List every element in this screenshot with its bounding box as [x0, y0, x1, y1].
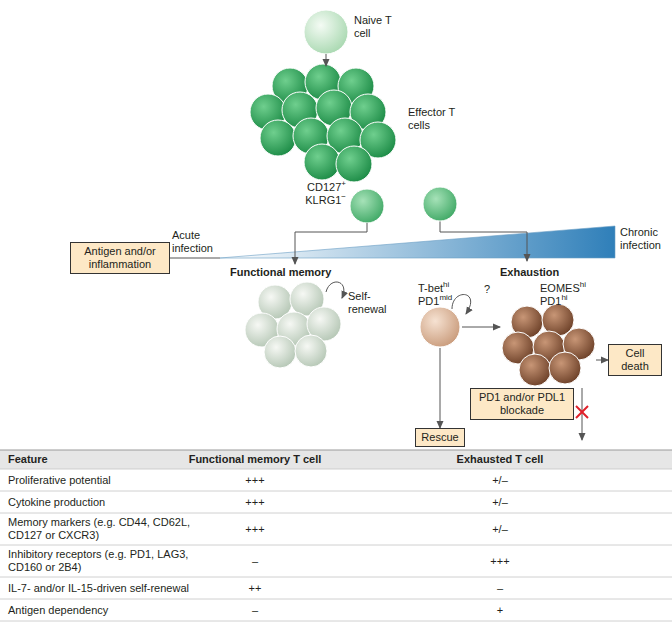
connector-arrow: [440, 348, 441, 428]
table-cell: +/–: [420, 496, 580, 509]
outcome-box: Cell death: [608, 344, 662, 376]
connector-arrow: [462, 327, 500, 328]
table-rule: [0, 513, 672, 514]
node-text: CD127+KLRG1−: [288, 181, 346, 207]
table-cell: +++: [420, 555, 580, 568]
box-text: Cell death: [613, 347, 657, 373]
table-header: Functional memory T cell: [175, 453, 335, 466]
treatment-box: PD1 and/or PDL1 blockade: [470, 388, 574, 420]
cell: [350, 189, 384, 223]
cell: [264, 336, 296, 368]
table-cell: Antigen dependency: [8, 604, 213, 617]
cell-label: T-bet: [418, 282, 443, 294]
cell: [260, 120, 296, 156]
cell-label: PD1: [418, 295, 439, 307]
cell: [336, 146, 372, 182]
block-cross: [576, 406, 588, 418]
connector-arrow: [596, 360, 608, 361]
effector-cluster: Effector T cells: [250, 66, 400, 188]
infection-wedge: [220, 226, 615, 258]
cell-label: PD1: [540, 295, 561, 307]
connector-arrow: [326, 54, 327, 66]
table-cell: Memory markers (e.g. CD44, CD62L, CD127 …: [8, 516, 213, 542]
table-header-band: [0, 450, 672, 469]
cell: [304, 144, 340, 180]
axis-label: Chronic infection: [620, 226, 670, 252]
table-cell: IL-7- and/or IL-15-driven self-renewal: [8, 582, 213, 595]
node-text: Functional memory: [230, 266, 360, 279]
node-text: Effector T cells: [408, 106, 460, 132]
memory-cluster: Functional memory: [230, 264, 360, 360]
table-header: Feature: [8, 453, 213, 466]
box-text: PD1 and/or PDL1 blockade: [475, 391, 569, 417]
path-line: [440, 221, 527, 261]
cell: [295, 335, 327, 367]
naive-cell: Naive T cell: [304, 10, 348, 54]
superscript: mid: [439, 293, 452, 302]
node-text: Naive T cell: [354, 14, 400, 40]
table-rule: [0, 621, 672, 622]
superscript: +: [341, 179, 346, 188]
table-cell: +: [420, 604, 580, 617]
superscript: −: [341, 192, 346, 201]
self-renewal-loop: [326, 282, 344, 298]
table-cell: +++: [175, 523, 335, 536]
cell-label: Naive T cell: [354, 14, 392, 39]
connector-arrow: [295, 223, 367, 264]
exhausted-progenitor-cell: T-bethiPD1mid: [412, 282, 468, 348]
process-box: Antigen and/or inflammation: [70, 242, 170, 274]
table-rule: [0, 599, 672, 600]
table-cell: +/–: [420, 523, 580, 536]
box-text: Antigen and/or inflammation: [75, 245, 165, 271]
cell-label: Functional memory: [230, 266, 331, 278]
terminal-exhausted-cluster: EOMEShiPD1hi: [500, 282, 596, 388]
superscript: hi: [443, 280, 449, 289]
branch-heading: Exhaustion: [500, 266, 580, 279]
cell: [420, 307, 460, 347]
node-text: T-bethiPD1mid: [418, 282, 468, 308]
superscript: hi: [561, 293, 567, 302]
leader-line: [170, 258, 220, 259]
table-cell: ++: [175, 582, 335, 595]
cell: [304, 10, 348, 54]
table-cell: +++: [175, 474, 335, 487]
cell: [519, 354, 551, 386]
self-loop: [452, 295, 471, 314]
outcome-box: Rescue: [415, 428, 465, 447]
table-header: Exhausted T cell: [420, 453, 580, 466]
cell-label: KLRG1: [305, 194, 341, 206]
table-cell: Proliferative potential: [8, 474, 213, 487]
cell: [423, 187, 457, 221]
superscript: hi: [580, 280, 586, 289]
block-cross: [576, 406, 588, 418]
table-cell: –: [175, 604, 335, 617]
loop-label: ?: [484, 283, 496, 296]
table-cell: Inhibitory receptors (e.g. PD1, LAG3, CD…: [8, 548, 213, 574]
table-cell: Cytokine production: [8, 496, 213, 509]
table-cell: –: [175, 555, 335, 568]
node-text: EOMEShiPD1hi: [540, 282, 596, 308]
table-rule: [0, 491, 672, 492]
cell-label: Effector T cells: [408, 106, 455, 131]
table-rule: [0, 469, 672, 470]
memory-precursor-cell: CD127+KLRG1−: [350, 189, 384, 223]
table-cell: +++: [175, 496, 335, 509]
table-cell: –: [420, 582, 580, 595]
axis-label: Acute infection: [172, 229, 220, 255]
table-rule: [0, 545, 672, 546]
table-rule: [0, 577, 672, 578]
cell: [549, 352, 581, 384]
loop-label: Self-renewal: [348, 290, 392, 316]
cell-label: CD127: [307, 181, 341, 193]
blockade-line: [582, 388, 583, 440]
table-cell: +/–: [420, 474, 580, 487]
box-text: Rescue: [421, 431, 458, 444]
table-rule: [0, 450, 672, 451]
cell-label: EOMES: [540, 282, 580, 294]
